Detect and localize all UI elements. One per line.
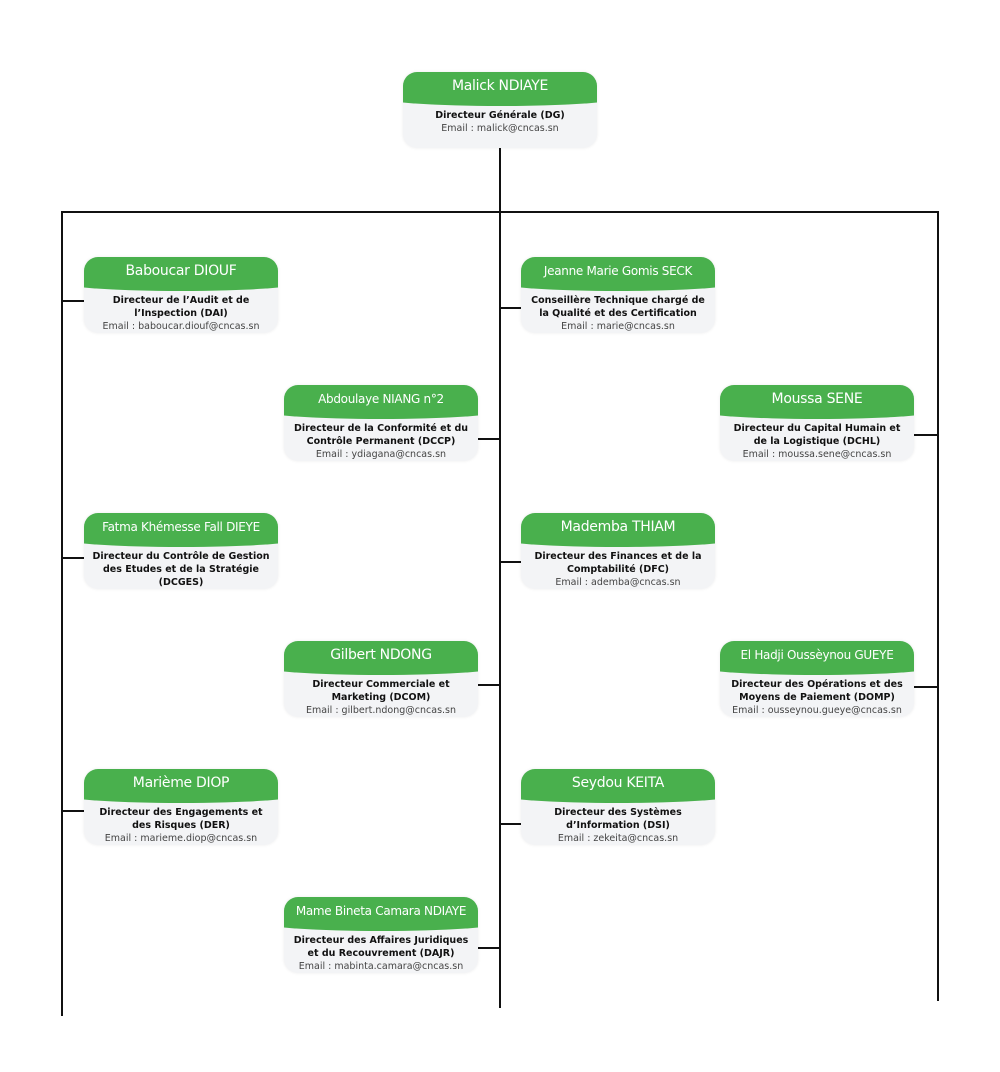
trunk-line-right [937, 211, 939, 1001]
org-card: El Hadji Oussèynou GUEYE Directeur des O… [720, 641, 914, 717]
org-card: Mademba THIAM Directeur des Finances et … [521, 513, 715, 589]
branch-line-horizontal [61, 211, 939, 213]
person-name: Mame Bineta Camara NDIAYE [284, 897, 478, 931]
person-title: Directeur Commerciale et Marketing (DCOM… [312, 679, 450, 703]
person-email: Email : zekeita@cncas.sn [557, 833, 679, 844]
person-name: Marième DIOP [84, 769, 278, 803]
org-card: Mame Bineta Camara NDIAYE Directeur des … [284, 897, 478, 973]
connector-line [62, 810, 84, 812]
person-title: Directeur du Contrôle de Gestion des Etu… [92, 551, 270, 588]
person-email: Email : marie@cncas.sn [561, 321, 675, 332]
org-card: Baboucar DIOUF Directeur de l’Audit et d… [84, 257, 278, 333]
org-card: Marième DIOP Directeur des Engagements e… [84, 769, 278, 845]
person-title: Directeur des Affaires Juridiques et du … [293, 935, 469, 959]
org-card: Malick NDIAYE Directeur Générale (DG) Em… [403, 72, 597, 148]
person-name: El Hadji Oussèynou GUEYE [720, 641, 914, 675]
person-email: Email : mabinta.camara@cncas.sn [298, 961, 464, 972]
person-title: Directeur des Systèmes d’Information (DS… [554, 807, 682, 831]
connector-line [478, 684, 500, 686]
person-email: Email : marieme.diop@cncas.sn [104, 833, 258, 844]
person-name: Seydou KEITA [521, 769, 715, 803]
person-name: Fatma Khémesse Fall DIEYE [84, 513, 278, 547]
person-name: Baboucar DIOUF [84, 257, 278, 291]
org-card: Gilbert NDONG Directeur Commerciale et M… [284, 641, 478, 717]
person-name: Abdoulaye NIANG n°2 [284, 385, 478, 419]
person-email: Email : malick@cncas.sn [441, 123, 559, 134]
person-email: Email : moussa.sene@cncas.sn [742, 449, 892, 460]
trunk-line-left [61, 211, 63, 1016]
person-title: Directeur du Capital Humain et de la Log… [733, 423, 901, 447]
person-name: Moussa SENE [720, 385, 914, 419]
org-card: Moussa SENE Directeur du Capital Humain … [720, 385, 914, 461]
connector-line [914, 686, 938, 688]
person-email: Email : ademba@cncas.sn [555, 577, 681, 588]
connector-line [500, 561, 521, 563]
trunk-line-center [499, 148, 501, 1008]
connector-line [914, 434, 938, 436]
person-name: Jeanne Marie Gomis SECK [521, 257, 715, 291]
person-title: Directeur des Opérations et des Moyens d… [731, 679, 903, 703]
org-card: Abdoulaye NIANG n°2 Directeur de la Conf… [284, 385, 478, 461]
connector-line [478, 438, 500, 440]
person-title: Directeur Générale (DG) [435, 110, 565, 121]
connector-line [478, 947, 500, 949]
org-card: Fatma Khémesse Fall DIEYE Directeur du C… [84, 513, 278, 589]
org-card: Seydou KEITA Directeur des Systèmes d’In… [521, 769, 715, 845]
person-name: Malick NDIAYE [403, 72, 597, 106]
person-title: Directeur des Finances et de la Comptabi… [534, 551, 702, 575]
person-title: Directeur des Engagements et des Risques… [99, 807, 263, 831]
person-email: Email : gilbert.ndong@cncas.sn [305, 705, 457, 716]
person-title: Directeur de l’Audit et de l’Inspection … [112, 295, 250, 319]
person-email: Email : ousseynou.gueye@cncas.sn [732, 705, 902, 716]
connector-line [62, 300, 84, 302]
connector-line [500, 307, 521, 309]
person-name: Gilbert NDONG [284, 641, 478, 675]
connector-line [62, 557, 84, 559]
person-title: Conseillère Technique chargé de la Quali… [531, 295, 705, 319]
connector-line [500, 823, 521, 825]
person-email: Email : baboucar.diouf@cncas.sn [102, 321, 260, 332]
org-card: Jeanne Marie Gomis SECK Conseillère Tech… [521, 257, 715, 333]
person-name: Mademba THIAM [521, 513, 715, 547]
person-title: Directeur de la Conformité et du Contrôl… [293, 423, 469, 447]
person-email: Email : ydiagana@cncas.sn [315, 449, 447, 460]
